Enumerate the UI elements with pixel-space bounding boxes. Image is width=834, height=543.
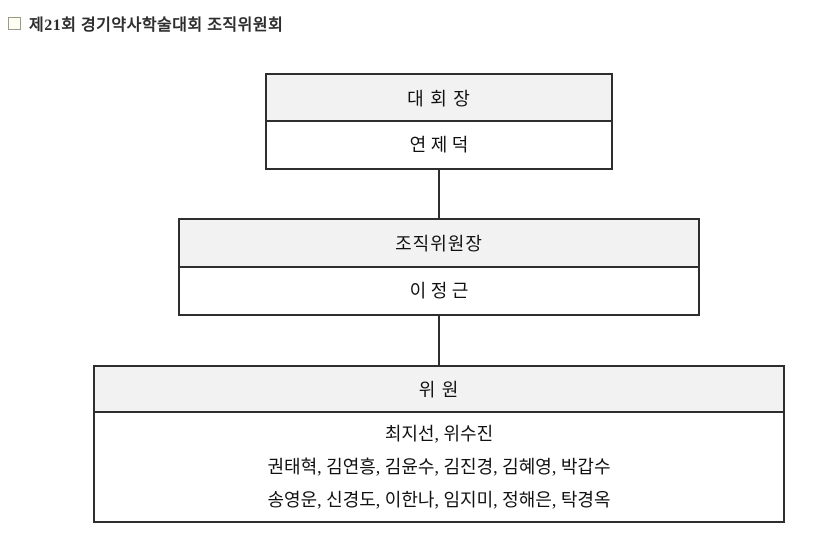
organizing-chair-role-header: 조직위원장: [180, 220, 698, 268]
members-line: 송영운, 신경도, 이한나, 임지미, 정해은, 탁경옥: [267, 489, 611, 510]
document-title: 제21회 경기약사학술대회 조직위원회: [8, 11, 283, 35]
members-role-header: 위 원: [95, 367, 783, 413]
organizing-chair-name: 이 정 근: [409, 280, 469, 301]
chairman-role-header: 대 회 장: [267, 75, 611, 122]
members-line: 최지선, 위수진: [384, 423, 494, 444]
square-bullet-icon: [8, 16, 21, 30]
connector-line-1: [438, 170, 440, 218]
organizing-chair-box: 조직위원장 이 정 근: [178, 218, 700, 316]
chairman-box: 대 회 장 연 제 덕: [265, 73, 613, 170]
members-box: 위 원 최지선, 위수진 권태혁, 김연흥, 김윤수, 김진경, 김혜영, 박갑…: [93, 365, 785, 523]
members-name-list: 최지선, 위수진 권태혁, 김연흥, 김윤수, 김진경, 김혜영, 박갑수 송영…: [95, 413, 783, 521]
members-line: 권태혁, 김연흥, 김윤수, 김진경, 김혜영, 박갑수: [267, 456, 611, 477]
chairman-name: 연 제 덕: [409, 134, 469, 155]
document-title-text: 제21회 경기약사학술대회 조직위원회: [29, 17, 284, 34]
connector-line-2: [438, 316, 440, 365]
